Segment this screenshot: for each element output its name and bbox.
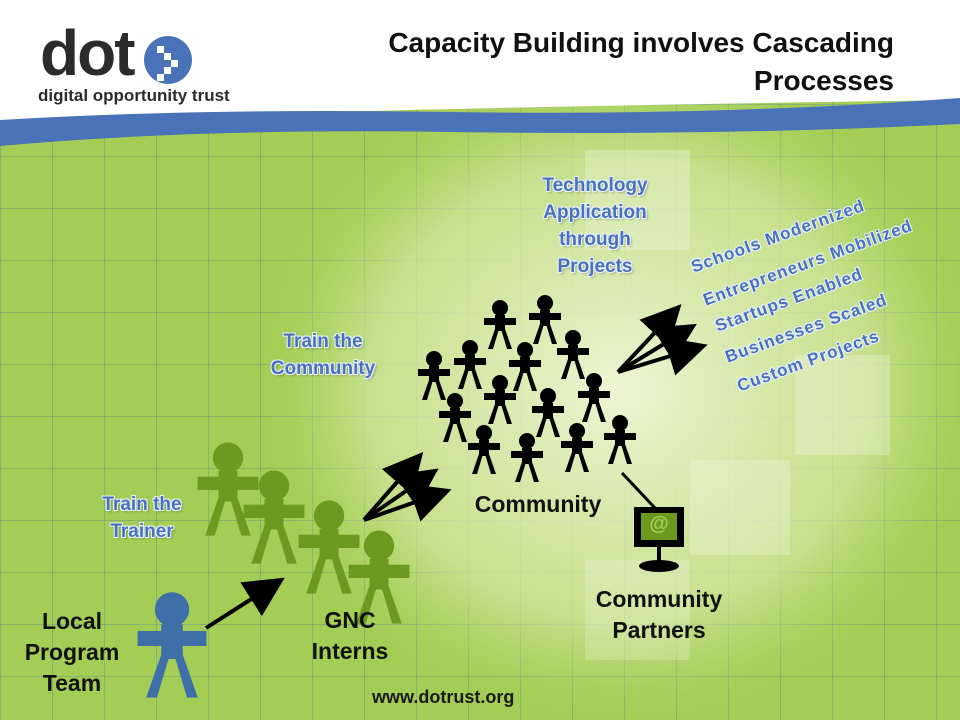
footer-url[interactable]: www.dotrust.org (372, 687, 515, 707)
label-line: Technology (542, 175, 648, 196)
header-band (0, 0, 960, 120)
label-line: Team (42, 670, 102, 696)
label-line: Projects (557, 256, 633, 277)
label-line: Train the (102, 494, 182, 515)
decor-square (795, 355, 890, 455)
label-line: Application (543, 202, 647, 223)
chevron-right-circle-icon (144, 36, 192, 84)
label-community-partners: Community Partners (574, 584, 744, 646)
header-swoosh (0, 98, 960, 146)
label-line: Community (595, 586, 723, 612)
label-line: Train the (283, 331, 363, 352)
label-line: Local (41, 608, 103, 634)
arrow-local-to-interns (204, 577, 285, 630)
decor-square (690, 460, 790, 555)
arrow-interns-to-community (363, 483, 452, 522)
label-line: Interns (311, 638, 389, 664)
logo-wordmark: dot (40, 17, 135, 89)
page-title: Capacity Building involves Cascading Pro… (388, 27, 894, 96)
label-community: Community (474, 491, 602, 517)
computer-at-symbol: @ (649, 513, 669, 535)
label-line: Trainer (110, 521, 174, 542)
local-team-person-icon (137, 592, 207, 698)
connector-community-to-partners (620, 471, 657, 510)
label-train-the-community: Train the Community (243, 328, 403, 382)
arrow-interns-to-community (362, 468, 439, 522)
label-line: Community (270, 358, 376, 379)
background-glow (260, 60, 960, 720)
label-line: Program (24, 639, 120, 665)
arrow-community-to-outcomes (616, 304, 682, 374)
arrow-community-to-outcomes (616, 323, 697, 374)
logo-subtitle: digital opportunity trust (38, 86, 230, 105)
arrow-interns-to-community (362, 451, 424, 522)
decor-square (585, 150, 690, 250)
computer-icon (634, 507, 684, 572)
label-line: GNC (324, 607, 376, 633)
label-train-the-trainer: Train the Trainer (72, 491, 212, 545)
arrow-community-to-outcomes (617, 337, 708, 376)
label-line: through (559, 229, 631, 250)
label-line: Partners (612, 617, 706, 643)
label-local-program-team: Local Program Team (12, 606, 132, 699)
decor-square (585, 560, 690, 660)
label-gnc-interns: GNC Interns (290, 605, 410, 667)
local-team-group (137, 592, 207, 698)
label-technology-application: Technology Application through Projects (510, 172, 680, 280)
